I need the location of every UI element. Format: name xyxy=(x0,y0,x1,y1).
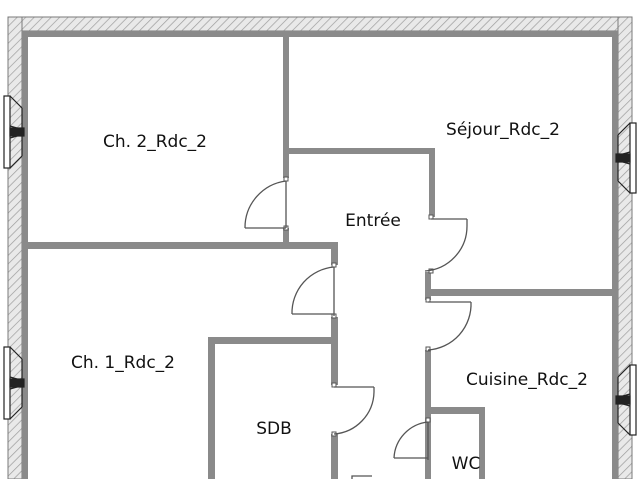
wall-cuisine-left xyxy=(425,350,431,479)
room-label-sdb: SDB xyxy=(256,419,292,439)
wall-sejour-cuisine xyxy=(425,289,618,296)
wall-end-markers xyxy=(283,176,434,437)
wall-corridor-lower xyxy=(331,317,338,385)
door-bottom-partial xyxy=(351,475,372,479)
window-ch2 xyxy=(3,95,25,169)
wall-ch2-sejour xyxy=(283,31,289,178)
interior-walls xyxy=(22,31,618,479)
room-label-cuisine: Cuisine_Rdc_2 xyxy=(466,370,588,390)
wall-corridor-upper xyxy=(331,249,338,265)
door-cuisine xyxy=(427,301,472,351)
wall-corridor-bottom xyxy=(331,434,338,479)
room-labels: Ch. 2_Rdc_2 Séjour_Rdc_2 Entrée Ch. 1_Rd… xyxy=(71,120,588,474)
wall-inner-right xyxy=(612,31,618,479)
window-sejour xyxy=(615,122,637,194)
room-label-sejour: Séjour_Rdc_2 xyxy=(446,120,560,140)
room-label-ch2: Ch. 2_Rdc_2 xyxy=(103,132,207,152)
wall-inner-left xyxy=(22,31,28,479)
room-label-wc: WC xyxy=(452,454,481,474)
room-label-ch1: Ch. 1_Rdc_2 xyxy=(71,353,175,373)
wall-sdb-top xyxy=(208,337,338,344)
windows xyxy=(3,95,637,436)
door-ch1 xyxy=(291,266,335,316)
door-ch2 xyxy=(244,180,287,229)
wall-sdb-left xyxy=(208,337,215,479)
wall-sejour-entree-lower xyxy=(425,272,431,300)
door-sdb xyxy=(333,386,375,435)
wall-wc-top xyxy=(425,407,485,414)
doors xyxy=(244,180,472,479)
window-cuisine xyxy=(615,364,637,436)
wall-ch2-ch1 xyxy=(22,242,338,249)
door-sejour xyxy=(424,218,468,272)
room-label-entree: Entrée xyxy=(345,211,401,231)
wall-entree-top xyxy=(283,148,435,154)
wall-ch2-sejour-lower xyxy=(283,228,289,242)
window-ch1 xyxy=(3,346,25,420)
exterior-wall-top xyxy=(7,16,633,32)
door-wc xyxy=(393,421,429,460)
wall-inner-top xyxy=(22,31,618,37)
wall-wc-right xyxy=(479,407,485,479)
wall-sejour-entree-upper xyxy=(429,148,435,217)
